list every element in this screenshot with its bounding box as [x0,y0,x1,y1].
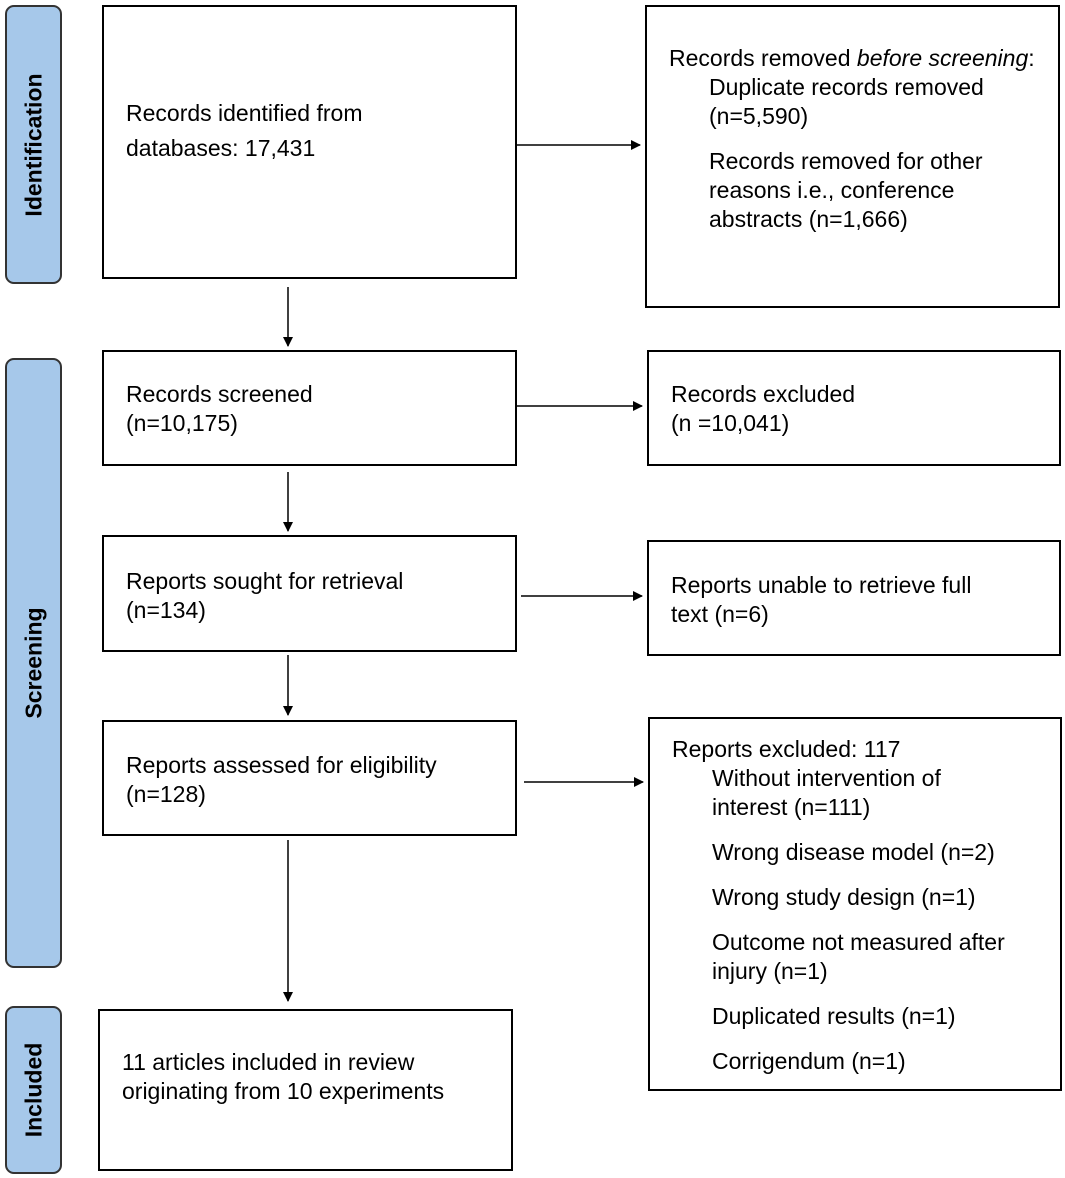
records-excluded-line2: (n =10,041) [671,410,790,436]
removed-before-heading: Records removed before screening: [669,44,1048,73]
phase-identification: Identification [5,5,62,284]
records-screened-box: Records screened (n=10,175) [102,350,517,466]
reason-no-intervention-line2: interest (n=111) [712,794,871,820]
reports-excluded-box: Reports excluded: 117 Without interventi… [648,717,1062,1091]
included-studies-line2: originating from 10 experiments [122,1078,445,1104]
removed-before-heading-em: before screening [856,45,1029,71]
phase-screening: Screening [5,358,62,968]
other-removed-line1: Records removed for other [709,148,983,174]
removed-before-heading-post: : [1028,45,1035,71]
reason-outcome-line1: Outcome not measured after [712,929,1005,955]
records-excluded-line1: Records excluded [671,381,856,407]
removed-before-heading-pre: Records removed [669,45,857,71]
reason-outcome-line2: injury (n=1) [712,958,828,984]
reason-wrong-disease-model: Wrong disease model (n=2) [712,839,995,865]
reason-wrong-study-design: Wrong study design (n=1) [712,884,976,910]
reports-sought-line1: Reports sought for retrieval [126,568,404,594]
reports-excluded-heading: Reports excluded: 117 [672,736,901,762]
reports-assessed-line2: (n=128) [126,781,206,807]
reason-duplicated-results: Duplicated results (n=1) [712,1003,956,1029]
reports-sought-line2: (n=134) [126,597,206,623]
other-removed-line3: abstracts (n=1,666) [709,206,908,232]
records-screened-line1: Records screened [126,381,313,407]
reason-corrigendum: Corrigendum (n=1) [712,1048,906,1074]
duplicates-removed-line1: Duplicate records removed [709,74,984,100]
records-excluded-box: Records excluded (n =10,041) [647,350,1061,466]
records-screened-line2: (n=10,175) [126,410,238,436]
included-studies-box: 11 articles included in review originati… [98,1009,513,1171]
reports-not-retrieved-line1: Reports unable to retrieve full [671,572,972,598]
records-removed-before-screening-box: Records removed before screening: Duplic… [645,5,1060,308]
reason-no-intervention-line1: Without intervention of [712,765,941,791]
reports-not-retrieved-box: Reports unable to retrieve full text (n=… [647,540,1061,656]
included-studies-line1: 11 articles included in review [122,1049,415,1075]
records-identified-line2: databases: 17,431 [126,135,316,161]
reports-not-retrieved-line2: text (n=6) [671,601,769,627]
reports-sought-box: Reports sought for retrieval (n=134) [102,535,517,652]
reports-assessed-box: Reports assessed for eligibility (n=128) [102,720,517,836]
phase-included: Included [5,1006,62,1174]
other-removed-line2: reasons i.e., conference [709,177,955,203]
records-identified-line1: Records identified from [126,100,363,126]
records-identified-box: Records identified from databases: 17,43… [102,5,517,279]
reports-assessed-line1: Reports assessed for eligibility [126,752,437,778]
duplicates-removed-line2: (n=5,590) [709,103,809,129]
